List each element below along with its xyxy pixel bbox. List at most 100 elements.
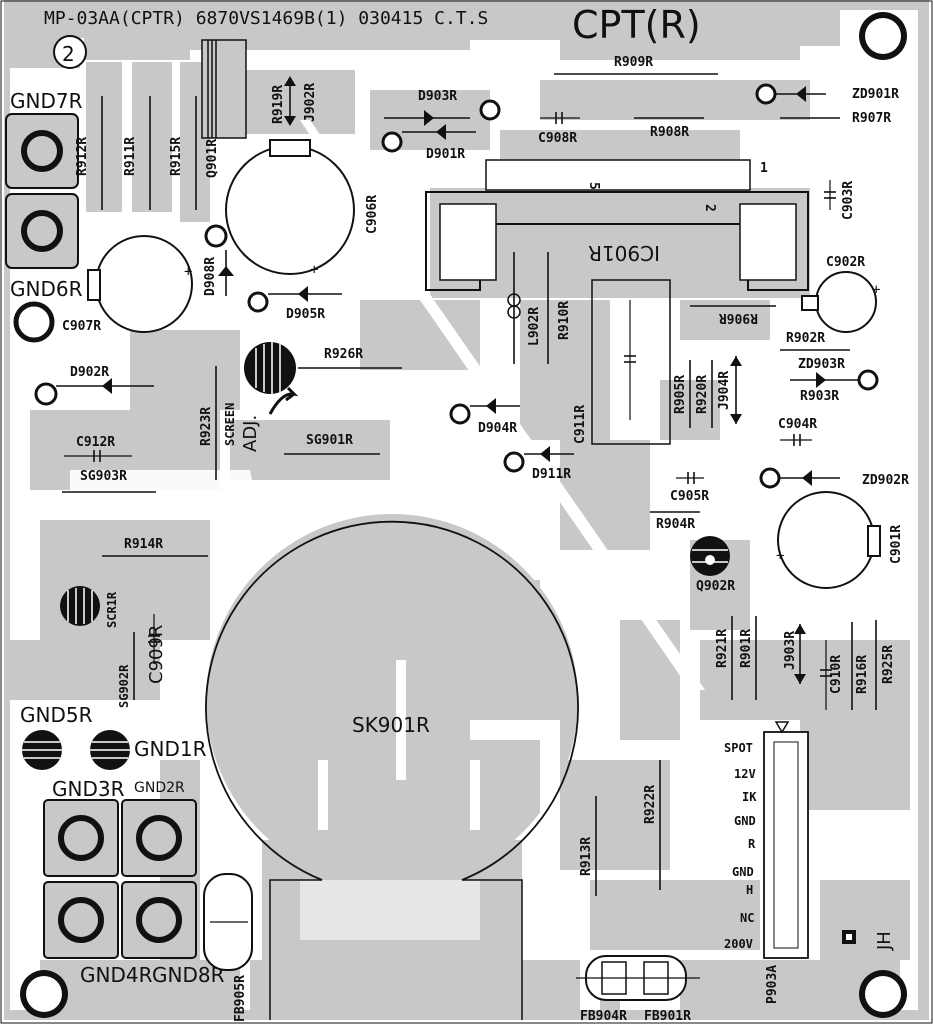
ic901-label: IC901R xyxy=(588,241,660,265)
r926-label: R926R xyxy=(324,347,363,362)
q901-tab xyxy=(207,40,217,138)
jh-label: JH xyxy=(874,931,895,951)
zd903-label: ZD903R xyxy=(798,357,845,372)
gnd1r-hatch xyxy=(90,741,130,759)
r923-label: R923R xyxy=(199,407,214,446)
j902-arrows xyxy=(284,76,296,126)
zd902-label: ZD902R xyxy=(862,473,909,488)
gnd7r-ring xyxy=(21,130,63,172)
pin-200v: 200V xyxy=(724,937,753,951)
c902-body xyxy=(815,271,877,333)
c906-body xyxy=(225,145,355,275)
c907-body xyxy=(95,235,193,333)
c903-label: C903R xyxy=(841,181,856,220)
r901-label: R901R xyxy=(739,629,754,668)
r915-label: R915R xyxy=(169,137,184,176)
pin-nc: NC xyxy=(740,911,754,925)
sk901-slot-center xyxy=(396,660,406,780)
d902-symbol xyxy=(102,378,112,394)
gnd7r-label: GND7R xyxy=(10,89,83,113)
c902-label: C902R xyxy=(826,255,865,270)
screen-adj-pot[interactable] xyxy=(244,342,296,394)
c906-label: C906R xyxy=(365,195,380,234)
zd901-symbol xyxy=(796,86,806,102)
d904-symbol xyxy=(486,398,496,414)
gnd6r-hole xyxy=(13,301,55,343)
mounting-holes xyxy=(20,12,907,1018)
board-title: CPT(R) xyxy=(572,3,701,47)
gnd6r-ring xyxy=(21,210,63,252)
gnd3r-ring xyxy=(58,815,104,861)
q901-body xyxy=(201,39,247,139)
gnd7r-pad xyxy=(5,113,79,189)
gnd4r-label: GND4R xyxy=(80,963,153,987)
fb904-label: FB904R xyxy=(580,1009,627,1024)
jh-mark-center xyxy=(846,934,852,940)
adj-label: ADJ. xyxy=(240,415,261,452)
j902-label: J902R xyxy=(303,83,318,122)
board-code-label: MP-03AA(CPTR) 6870VS1469B(1) 030415 C.T.… xyxy=(44,8,488,29)
pin-12v: 12V xyxy=(734,767,756,781)
c906-plus: + xyxy=(310,262,318,278)
c901-label: C901R xyxy=(889,525,904,564)
d904-label: D904R xyxy=(478,421,517,436)
d901-label: D901R xyxy=(426,147,465,162)
p903a-label: P903A xyxy=(765,965,780,1004)
d901-pad xyxy=(381,131,403,153)
r904-label: R904R xyxy=(656,517,695,532)
gnd8r-label: GND8R xyxy=(152,963,225,987)
l902-coil xyxy=(507,293,521,319)
c902-pad xyxy=(801,295,819,311)
c904-label: C904R xyxy=(778,417,817,432)
pin-gnd-2: GND xyxy=(732,865,754,879)
pin-h: H xyxy=(746,883,753,897)
sg902-label: SG902R xyxy=(117,664,131,708)
sk901-slot-left xyxy=(318,760,328,830)
r903-label: R903R xyxy=(800,389,839,404)
zd903-symbol xyxy=(816,372,826,388)
c911-body xyxy=(591,279,671,445)
gnd4r-pad xyxy=(43,881,119,959)
c908-label: C908R xyxy=(538,131,577,146)
d903-pad xyxy=(479,99,501,121)
gnd2r-label: GND2R xyxy=(134,780,185,796)
r914-label: R914R xyxy=(124,537,163,552)
ic901-top xyxy=(485,159,751,191)
d908-symbol xyxy=(218,266,234,276)
revision-mark: 2 xyxy=(62,42,75,66)
c910-label: C910R xyxy=(829,655,844,694)
p903a-pin1-marker xyxy=(774,721,790,734)
scr1-label: SCR1R xyxy=(105,591,119,628)
sk901-base xyxy=(269,879,523,1020)
p903a-inner xyxy=(773,741,799,949)
sk901-label: SK901R xyxy=(352,713,430,737)
r911-label: R911R xyxy=(123,137,138,176)
r908-label: R908R xyxy=(650,125,689,140)
zd903-pad xyxy=(857,369,879,391)
d911-symbol xyxy=(540,446,550,462)
c902-plus: + xyxy=(872,282,880,298)
c911-label: C911R xyxy=(573,405,588,444)
q902-label: Q902R xyxy=(696,579,735,594)
revision-circle xyxy=(53,35,87,69)
sg901-label: SG901R xyxy=(306,433,353,448)
d902-pad xyxy=(34,382,58,406)
q901-label: Q901R xyxy=(205,139,220,178)
gnd8r-pad xyxy=(121,881,197,959)
d903-symbol xyxy=(424,110,434,126)
r922-label: R922R xyxy=(643,785,658,824)
r921-label: R921R xyxy=(715,629,730,668)
gnd1r-label: GND1R xyxy=(134,737,207,761)
pin-ik: IK xyxy=(742,790,757,804)
r907-label: R907R xyxy=(852,111,891,126)
c906-pad xyxy=(269,139,311,157)
d905-symbol xyxy=(298,286,308,302)
gnd5r-hatch xyxy=(22,741,62,759)
r919-label: R919R xyxy=(271,85,286,124)
c907-plus: + xyxy=(184,264,192,280)
d902-label: D902R xyxy=(70,365,109,380)
zd901-pad xyxy=(755,83,777,105)
